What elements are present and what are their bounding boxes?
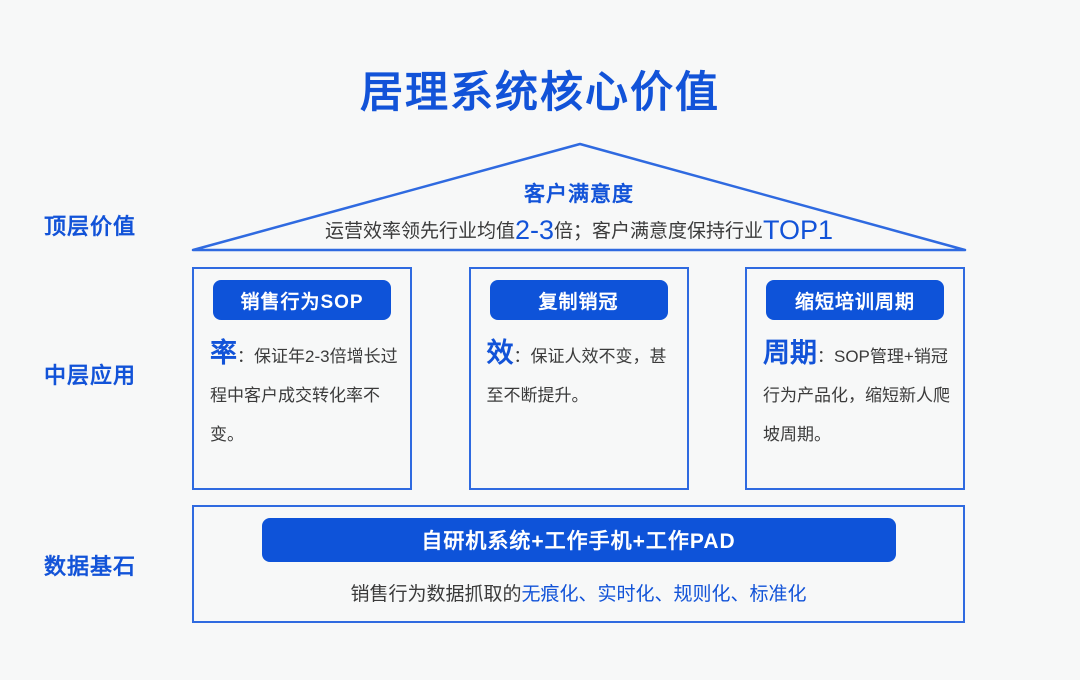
foundation-desc-prefix: 销售行为数据抓取的 xyxy=(350,584,522,605)
page-title: 居理系统核心价值 xyxy=(360,69,720,117)
roof-subtitle-highlight1: 2-3 xyxy=(514,215,554,245)
card-sales-sop-header: 销售行为SOP xyxy=(213,280,391,320)
foundation-section: 自研机系统+工作手机+工作PAD 销售行为数据抓取的无痕化、实时化、规则化、标准… xyxy=(192,505,965,623)
card-sales-sop-keyword: 率 xyxy=(210,338,237,368)
card-copy-top-seller-header: 复制销冠 xyxy=(489,280,668,320)
card-copy-top-seller: 复制销冠 效：保证人效不变，甚至不断提升。 xyxy=(468,267,689,490)
middle-cards-row: 销售行为SOP 率：保证年2-3倍增长过程中客户成交转化率不变。 复制销冠 效：… xyxy=(192,267,965,490)
card-copy-top-seller-text: ：保证人效不变，甚至不断提升。 xyxy=(486,347,667,405)
card-shorten-training-header: 缩短培训周期 xyxy=(766,280,944,320)
layer-label-middle: 中层应用 xyxy=(44,363,137,388)
roof-section: 客户满意度 运营效率领先行业均值2-3倍；客户满意度保持行业TOP1 xyxy=(190,141,968,253)
card-sales-sop-text: ：保证年2-3倍增长过程中客户成交转化率不变。 xyxy=(210,347,398,444)
roof-subtitle-highlight2: TOP1 xyxy=(763,215,834,245)
roof-triangle-icon xyxy=(191,142,967,252)
layer-label-bottom: 数据基石 xyxy=(44,554,137,579)
card-shorten-training-body: 周期：SOP管理+销冠行为产品化，缩短新人爬坡周期。 xyxy=(763,334,953,454)
foundation-description: 销售行为数据抓取的无痕化、实时化、规则化、标准化 xyxy=(194,579,963,606)
roof-subtitle-part2: 倍；客户满意度保持行业 xyxy=(554,221,764,242)
card-sales-sop-body: 率：保证年2-3倍增长过程中客户成交转化率不变。 xyxy=(210,334,400,454)
roof-title: 客户满意度 xyxy=(524,183,634,206)
layer-label-top: 顶层价值 xyxy=(44,214,137,239)
card-shorten-training: 缩短培训周期 周期：SOP管理+销冠行为产品化，缩短新人爬坡周期。 xyxy=(745,267,965,490)
foundation-banner: 自研机系统+工作手机+工作PAD xyxy=(261,518,896,562)
card-copy-top-seller-keyword: 效 xyxy=(486,338,514,368)
card-shorten-training-text: ：SOP管理+销冠行为产品化，缩短新人爬坡周期。 xyxy=(763,347,950,444)
foundation-desc-highlight: 无痕化、实时化、规则化、标准化 xyxy=(521,584,807,605)
card-shorten-training-keyword: 周期 xyxy=(763,338,817,368)
card-sales-sop: 销售行为SOP 率：保证年2-3倍增长过程中客户成交转化率不变。 xyxy=(192,267,412,490)
card-copy-top-seller-body: 效：保证人效不变，甚至不断提升。 xyxy=(487,334,677,415)
roof-subtitle-part1: 运营效率领先行业均值 xyxy=(324,221,515,242)
roof-subtitle: 运营效率领先行业均值2-3倍；客户满意度保持行业TOP1 xyxy=(190,215,968,246)
